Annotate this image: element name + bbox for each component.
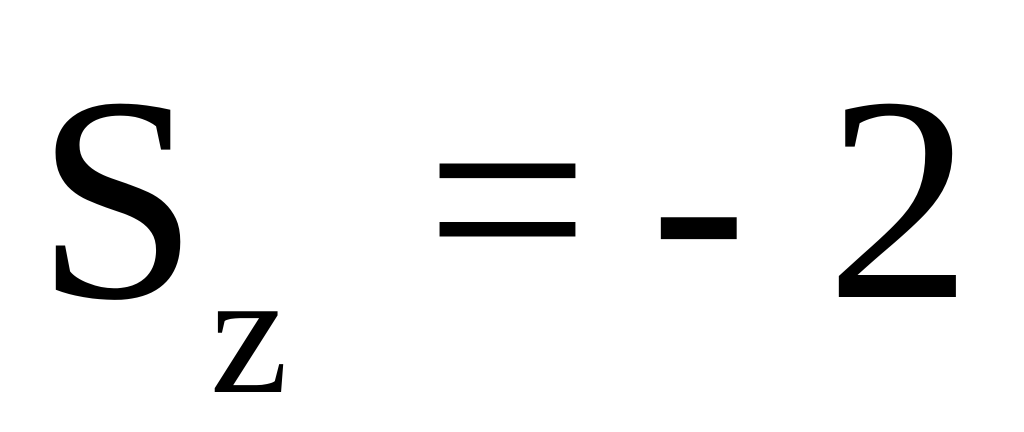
- formula-subscript: z: [210, 236, 289, 431]
- formula-minus-sign: -: [650, 38, 748, 361]
- formula-equals-sign: =: [425, 38, 590, 361]
- formula-value: 2: [826, 38, 972, 361]
- formula-symbol: S: [36, 38, 199, 361]
